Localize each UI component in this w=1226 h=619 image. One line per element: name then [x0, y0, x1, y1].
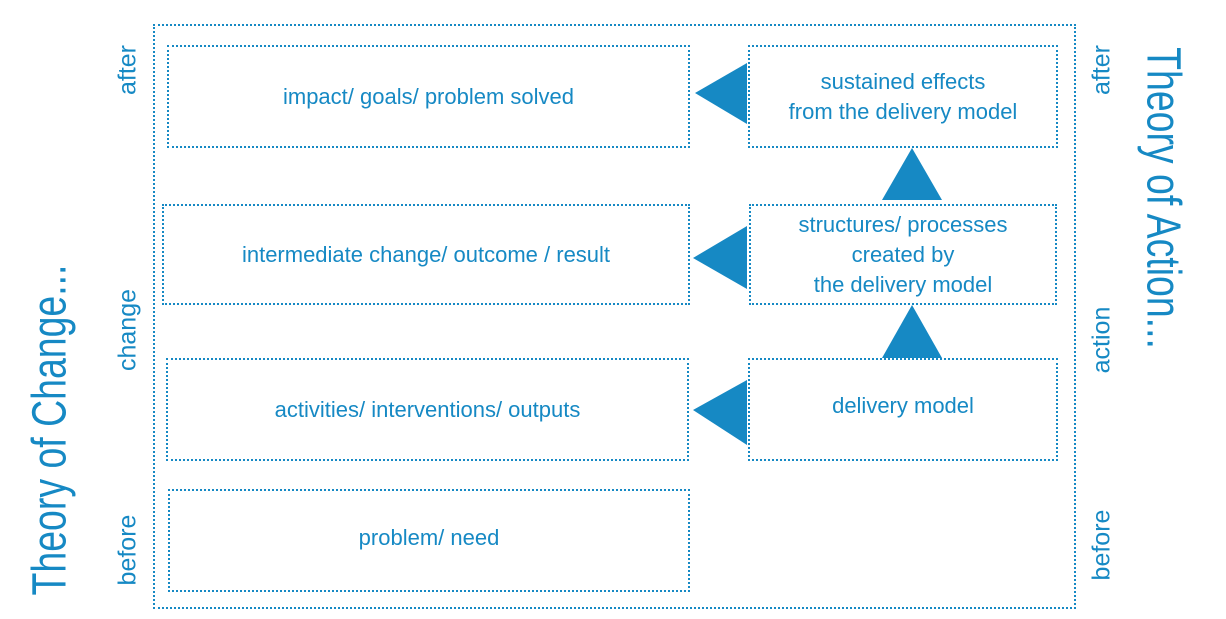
arrow-left-top: [695, 63, 747, 124]
sustained-effects-line-2: from the delivery model: [788, 98, 1018, 124]
structures-line-1: structures/ processes: [798, 211, 1008, 237]
arrow-up-lower: [882, 305, 942, 358]
delivery-model-text: delivery model: [832, 393, 974, 418]
impact-text: impact/ goals/ problem solved: [282, 83, 575, 109]
problem-need-text: problem/ need: [358, 525, 500, 550]
structures-processes-box: structures/ processes created by the del…: [749, 204, 1057, 305]
outer-frame: [153, 24, 1076, 609]
activities-text: activities/ interventions/ outputs: [274, 396, 581, 422]
intermediate-change-text: intermediate change/ outcome / result: [241, 241, 611, 267]
sustained-effects-box: sustained effects from the delivery mode…: [748, 45, 1058, 148]
activities-box: activities/ interventions/ outputs: [166, 358, 689, 461]
arrow-left-middle: [693, 226, 747, 289]
structures-line-2: created by: [851, 241, 955, 267]
structures-line-3: the delivery model: [813, 271, 993, 297]
delivery-model-box: delivery model: [748, 358, 1058, 461]
problem-need-box: problem/ need: [168, 489, 690, 592]
sustained-effects-line-1: sustained effects: [820, 68, 986, 94]
intermediate-change-box: intermediate change/ outcome / result: [162, 204, 690, 305]
impact-box: impact/ goals/ problem solved: [167, 45, 690, 148]
arrow-up-upper: [882, 148, 942, 200]
arrow-left-bottom: [693, 380, 747, 445]
